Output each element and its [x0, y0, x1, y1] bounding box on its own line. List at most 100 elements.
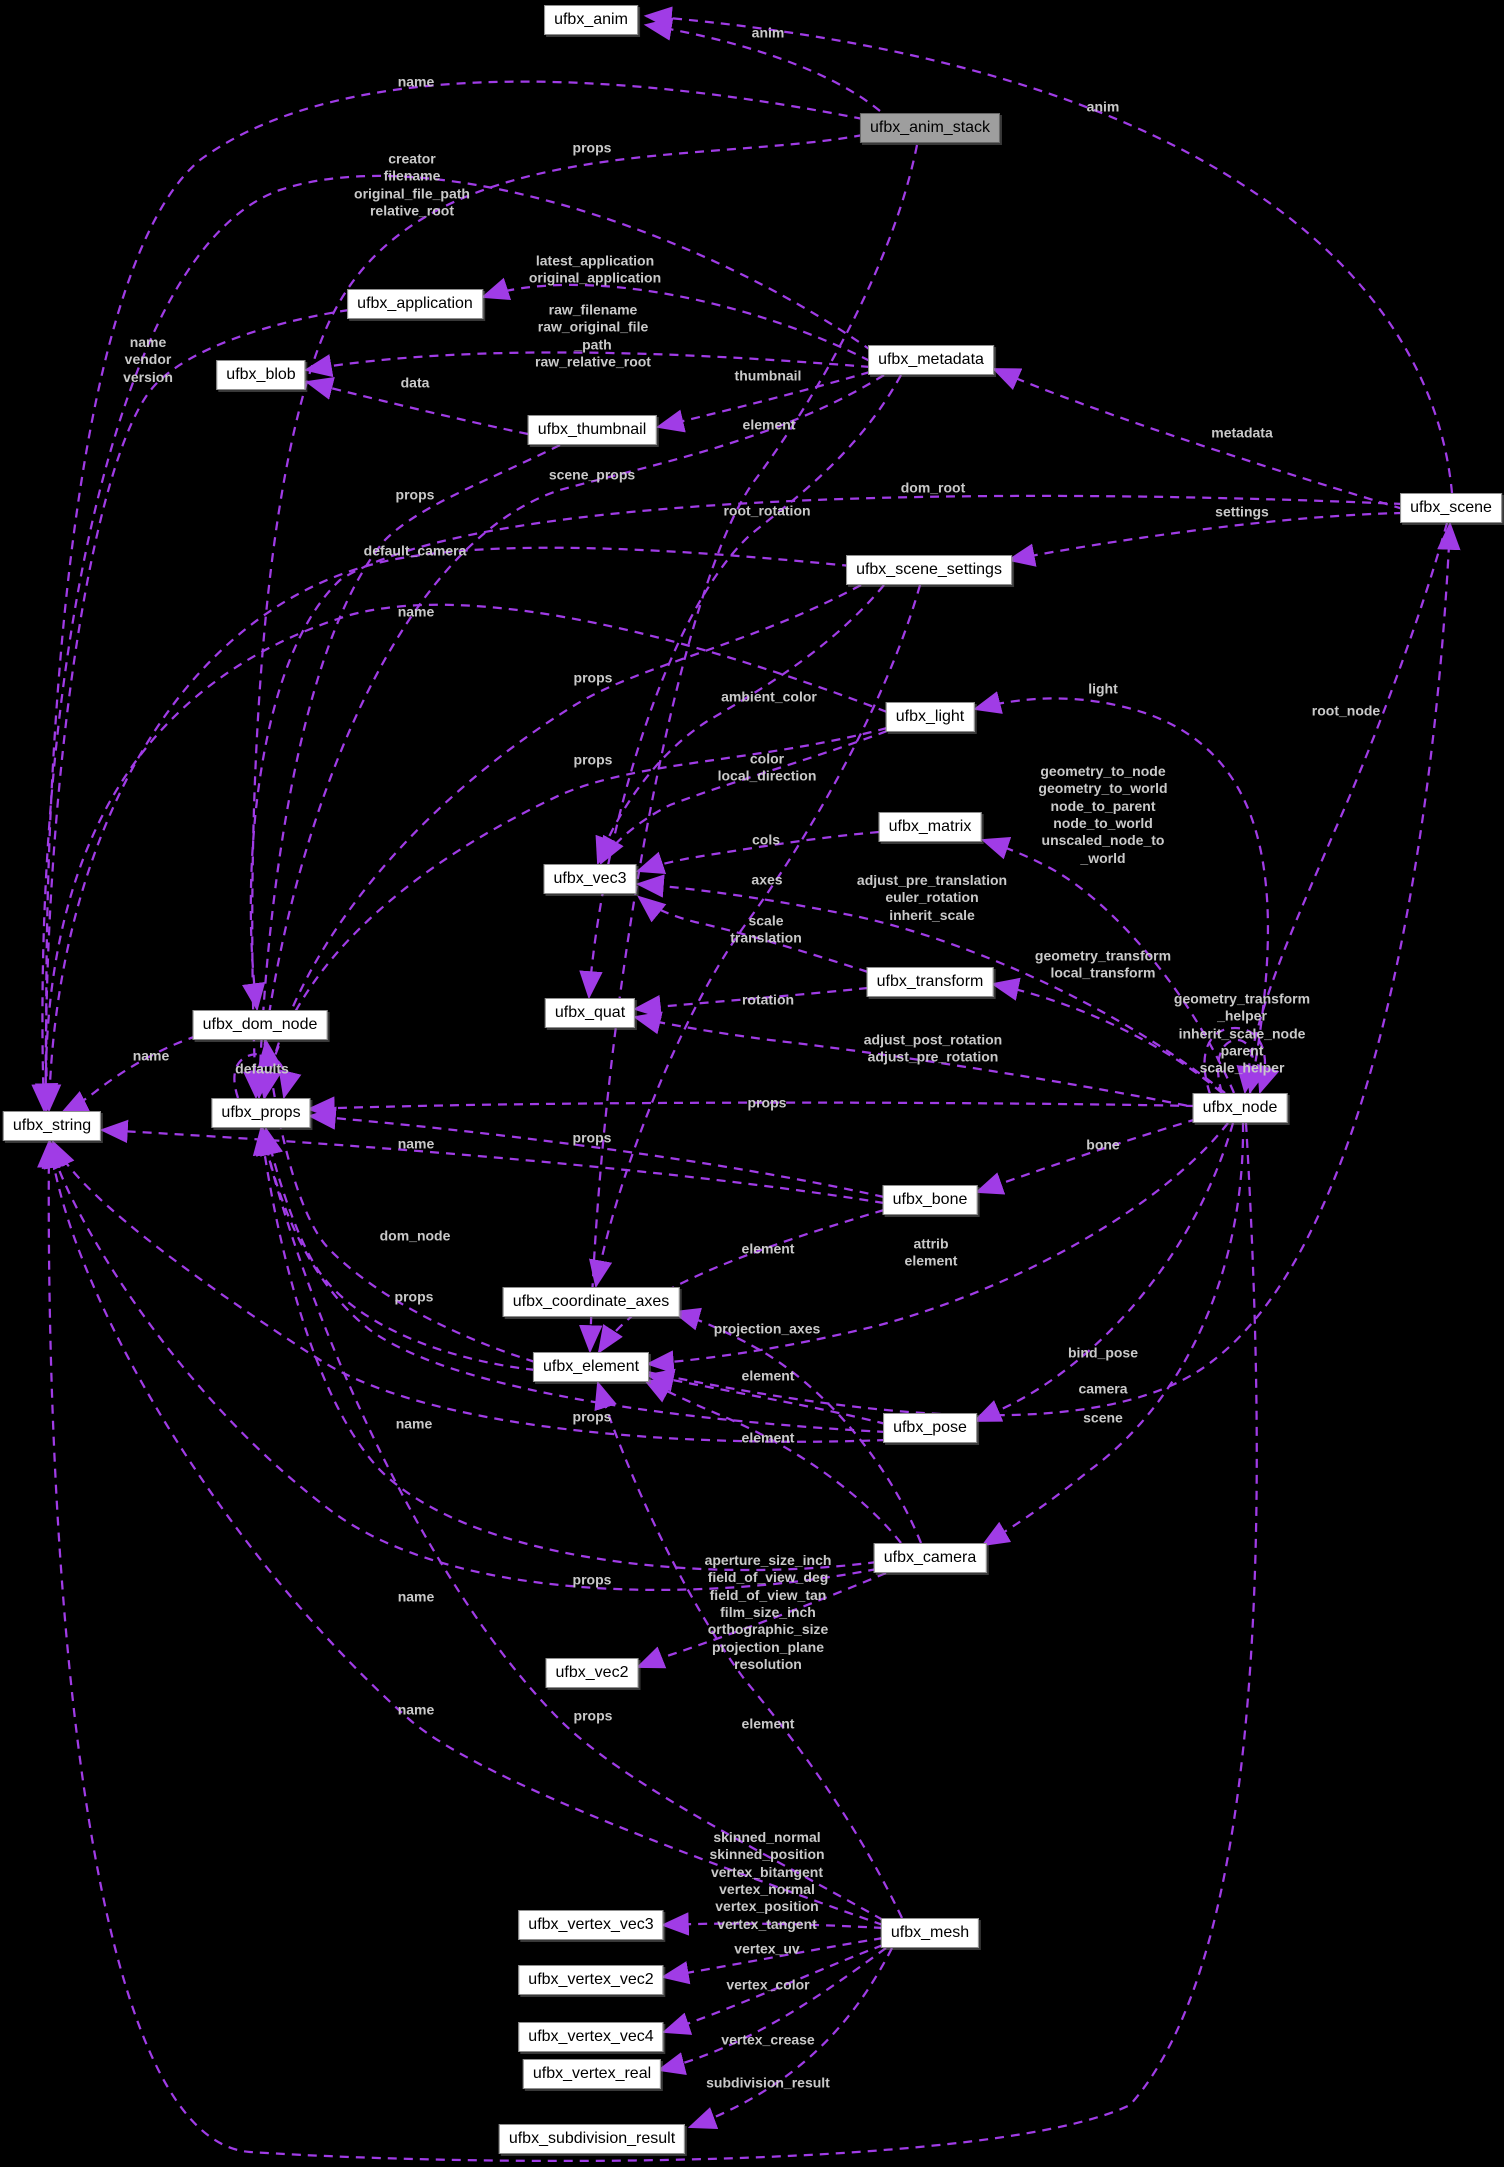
edge-node-to-matrix	[980, 837, 1236, 1094]
edge-label-scene_settings-vec3: ambient_color	[721, 688, 817, 705]
edge-label-element-dom_node: dom_node	[379, 1227, 451, 1244]
edge-scene-to-anim	[643, 6, 1454, 494]
edge-label-transform-vec3: scale translation	[730, 912, 802, 946]
node-anim_stack[interactable]: ufbx_anim_stack	[859, 113, 1001, 143]
edge-label-light-vec3: color local_direction	[717, 750, 817, 784]
node-pose[interactable]: ufbx_pose	[883, 1413, 977, 1443]
edge-element-to-scene	[646, 521, 1461, 1417]
edge-label-light-string: name	[397, 603, 435, 620]
node-camera[interactable]: ufbx_camera	[873, 1543, 987, 1573]
node-mesh[interactable]: ufbx_mesh	[880, 1918, 980, 1948]
edge-label-pose-string: name	[395, 1415, 433, 1432]
edge-label-scene-node: root_node	[1311, 702, 1381, 719]
node-string[interactable]: ufbx_string	[2, 1111, 102, 1141]
edge-node-to-vec3	[635, 874, 1226, 1094]
node-anim[interactable]: ufbx_anim	[544, 5, 638, 35]
node-light[interactable]: ufbx_light	[885, 702, 975, 732]
edge-node-to-quat	[632, 1011, 1219, 1114]
edge-label-element-props: props	[394, 1288, 434, 1305]
edge-anim_stack-to-props	[243, 133, 864, 1100]
edge-label-anim_stack-element: element	[742, 416, 796, 433]
node-props[interactable]: ufbx_props	[211, 1098, 311, 1128]
node-vertex_vec4[interactable]: ufbx_vertex_vec4	[518, 2022, 664, 2052]
edge-label-scene-scene_settings: settings	[1215, 503, 1269, 520]
edge-label-node-vec3: adjust_pre_translation euler_rotation in…	[856, 871, 1008, 923]
node-blob[interactable]: ufbx_blob	[216, 360, 306, 390]
edge-label-node-element: attrib element	[904, 1235, 958, 1269]
edge-label-metadata-thumbnail: thumbnail	[734, 367, 802, 384]
node-scene[interactable]: ufbx_scene	[1400, 493, 1502, 523]
edge-node-to-light	[972, 691, 1270, 1094]
edge-label-dom_node-string: name	[132, 1047, 170, 1064]
edge-label-mesh-props: props	[573, 1707, 613, 1724]
edge-label-metadata-string: creator filename original_file_path rela…	[354, 150, 470, 219]
edge-label-mesh-element: element	[741, 1715, 795, 1732]
node-subdivision_result[interactable]: ufbx_subdivision_result	[498, 2124, 686, 2154]
edge-element-to-dom_node	[257, 1038, 536, 1364]
edge-pose-to-string	[51, 1139, 887, 1443]
edge-thumbnail-to-blob	[304, 376, 529, 436]
node-metadata[interactable]: ufbx_metadata	[868, 345, 994, 375]
edge-label-scene-metadata: metadata	[1211, 424, 1273, 441]
edge-scene_settings-to-string	[37, 546, 852, 1113]
node-application[interactable]: ufbx_application	[347, 289, 483, 319]
edge-label-scene-anim: anim	[1086, 98, 1120, 115]
edge-label-anim_stack-string: name	[397, 73, 435, 90]
edge-node-to-bone	[974, 1117, 1198, 1195]
edge-label-camera-element: element	[741, 1429, 795, 1446]
node-vec2[interactable]: ufbx_vec2	[545, 1658, 639, 1688]
edge-label-element-scene: scene	[1083, 1409, 1123, 1426]
edge-label-node-transform: geometry_transform local_transform	[1034, 947, 1172, 981]
node-element[interactable]: ufbx_element	[532, 1352, 650, 1382]
node-scene_settings[interactable]: ufbx_scene_settings	[846, 555, 1012, 585]
edge-mesh-to-subdivision_result	[687, 1947, 894, 2130]
edge-label-node-pose: bind_pose	[1067, 1344, 1139, 1361]
edge-label-matrix-vec3: cols	[751, 831, 781, 848]
edge-label-thumbnail-props: props	[395, 486, 435, 503]
edge-camera-to-element	[642, 1378, 902, 1544]
edge-metadata-to-thumbnail	[655, 370, 871, 433]
edge-scene_settings-to-vec3	[595, 584, 885, 866]
edge-label-scene_settings-props: props	[573, 669, 613, 686]
edge-label-node-node: geometry_transform _helper inherit_scale…	[1173, 990, 1311, 1077]
node-dom_node[interactable]: ufbx_dom_node	[192, 1010, 328, 1040]
node-coordinate_axes[interactable]: ufbx_coordinate_axes	[502, 1287, 680, 1317]
edge-label-mesh-vertex_real: vertex_crease	[721, 2031, 815, 2048]
edge-label-application-string: name vendor version	[123, 333, 173, 385]
edge-label-mesh-vertex_vec2: vertex_uv	[734, 1940, 800, 1957]
edge-label-bone-element: element	[741, 1240, 795, 1257]
edge-label-node-matrix: geometry_to_node geometry_to_world node_…	[1038, 762, 1168, 866]
node-matrix[interactable]: ufbx_matrix	[878, 812, 982, 842]
edge-scene_settings-to-coordinate_axes	[589, 584, 922, 1289]
edge-metadata-to-string	[31, 174, 873, 1113]
node-thumbnail[interactable]: ufbx_thumbnail	[527, 415, 657, 445]
edge-label-mesh-string: name	[397, 1701, 435, 1718]
node-vertex_vec3[interactable]: ufbx_vertex_vec3	[518, 1910, 664, 1940]
edge-label-node-camera: camera	[1078, 1380, 1128, 1397]
node-transform[interactable]: ufbx_transform	[866, 967, 994, 997]
edge-label-anim_stack-anim: anim	[751, 24, 785, 41]
edge-anim_stack-to-string	[34, 80, 864, 1112]
edge-label-props-props: defaults	[235, 1060, 289, 1077]
edge-label-camera-props: props	[572, 1571, 612, 1588]
node-bone[interactable]: ufbx_bone	[882, 1185, 978, 1215]
edge-label-metadata-blob: raw_filename raw_original_file _path raw…	[535, 301, 651, 370]
edge-light-to-string	[33, 603, 888, 1113]
edge-label-anim_stack-props: props	[572, 139, 612, 156]
node-node[interactable]: ufbx_node	[1192, 1093, 1288, 1123]
node-vec3[interactable]: ufbx_vec3	[543, 864, 637, 894]
edge-bone-to-string	[99, 1119, 885, 1205]
edge-transform-to-vec3	[637, 895, 869, 974]
edge-camera-to-props	[252, 1126, 878, 1572]
edge-label-metadata-props: scene_props	[548, 466, 636, 483]
edge-mesh-to-string	[41, 1139, 884, 1927]
edge-anim_stack-to-element	[579, 144, 919, 1354]
edge-label-light-props: props	[573, 751, 613, 768]
edge-camera-to-vec2	[635, 1571, 887, 1669]
node-vertex_vec2[interactable]: ufbx_vertex_vec2	[518, 1965, 664, 1995]
edge-label-node-props: props	[747, 1094, 787, 1111]
node-quat[interactable]: ufbx_quat	[544, 998, 636, 1028]
edge-scene-to-metadata	[991, 367, 1404, 511]
node-vertex_real[interactable]: ufbx_vertex_real	[522, 2059, 662, 2089]
